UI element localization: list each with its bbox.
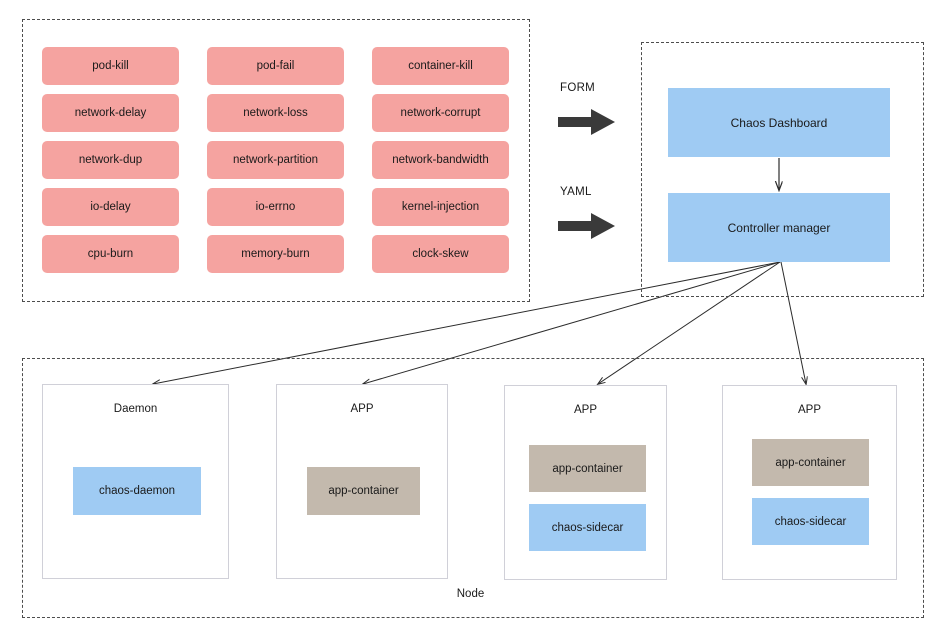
yaml-block-arrow-icon <box>558 213 615 239</box>
experiment-chip[interactable]: network-loss <box>207 94 344 132</box>
container-label: chaos-sidecar <box>774 515 847 528</box>
form-input-label: FORM <box>560 82 596 94</box>
yaml-input-label: YAML <box>560 186 592 198</box>
container-chaos-sidecar[interactable]: chaos-sidecar <box>752 498 869 545</box>
node-label: Node <box>456 588 485 600</box>
container-label: chaos-daemon <box>98 485 176 497</box>
experiment-chip-grid: pod-kill pod-fail container-kill network… <box>42 47 512 273</box>
experiment-chip[interactable]: network-dup <box>42 141 179 179</box>
experiment-chip[interactable]: network-partition <box>207 141 344 179</box>
pod-title: APP <box>573 404 597 416</box>
controller-manager-label: Controller manager <box>727 220 831 235</box>
container-app-container[interactable]: app-container <box>307 467 420 515</box>
container-app-container[interactable]: app-container <box>752 439 869 486</box>
experiment-chip[interactable]: network-corrupt <box>372 94 509 132</box>
experiment-types-group <box>22 19 530 302</box>
pod-title: APP <box>797 404 821 416</box>
pod-app-3[interactable]: APP app-container chaos-sidecar <box>722 385 897 580</box>
pod-app-1[interactable]: APP app-container <box>276 384 448 579</box>
experiment-chip[interactable]: io-errno <box>207 188 344 226</box>
experiment-chip[interactable]: cpu-burn <box>42 235 179 273</box>
container-label: app-container <box>552 462 623 475</box>
node-group <box>22 358 924 618</box>
pod-title: APP <box>350 403 374 415</box>
experiment-chip[interactable]: network-bandwidth <box>372 141 509 179</box>
container-label: chaos-sidecar <box>551 521 624 534</box>
experiment-chip[interactable]: pod-fail <box>207 47 344 85</box>
pod-title: Daemon <box>113 403 158 415</box>
experiment-chip[interactable]: memory-burn <box>207 235 344 273</box>
experiment-chip[interactable]: pod-kill <box>42 47 179 85</box>
experiment-chip[interactable]: kernel-injection <box>372 188 509 226</box>
experiment-chip[interactable]: network-delay <box>42 94 179 132</box>
experiment-chip[interactable]: clock-skew <box>372 235 509 273</box>
chaos-dashboard-block[interactable]: Chaos Dashboard <box>668 88 890 157</box>
pod-app-2[interactable]: APP app-container chaos-sidecar <box>504 385 667 580</box>
pod-daemon[interactable]: Daemon chaos-daemon <box>42 384 229 579</box>
form-block-arrow-icon <box>558 109 615 135</box>
experiment-chip[interactable]: container-kill <box>372 47 509 85</box>
container-chaos-daemon[interactable]: chaos-daemon <box>73 467 201 515</box>
chaos-dashboard-label: Chaos Dashboard <box>730 115 828 130</box>
control-plane-group <box>641 42 924 297</box>
experiment-chip[interactable]: io-delay <box>42 188 179 226</box>
container-label: app-container <box>328 485 399 497</box>
container-label: app-container <box>775 456 846 469</box>
container-chaos-sidecar[interactable]: chaos-sidecar <box>529 504 646 551</box>
container-app-container[interactable]: app-container <box>529 445 646 492</box>
controller-manager-block[interactable]: Controller manager <box>668 193 890 262</box>
